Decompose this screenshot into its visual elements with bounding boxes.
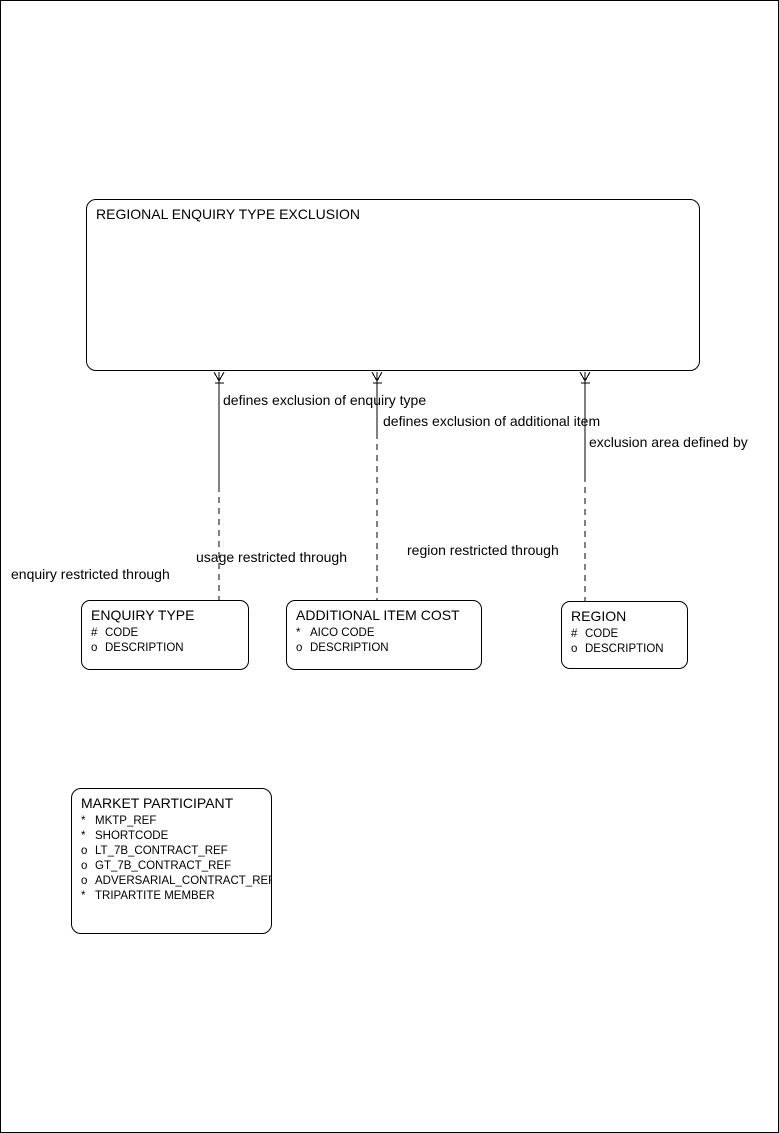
relationship-label-reverse-region: region restricted through [407,542,559,558]
attribute-name: CODE [585,628,619,640]
relationship-label-reverse-enquiry-type: enquiry restricted through [11,566,170,582]
relationship-label-forward-additional-item: defines exclusion of additional item [383,413,601,429]
entity-regional-enquiry-type-exclusion[interactable]: REGIONAL ENQUIRY TYPE EXCLUSION [86,199,700,371]
attribute-name: DESCRIPTION [105,642,184,654]
attribute-name: MKTP_REF [95,815,157,827]
attribute-row: * SHORTCODE [81,829,271,844]
attribute-list: # CODE o DESCRIPTION [82,624,248,656]
entity-region[interactable]: REGION # CODE o DESCRIPTION [561,601,688,669]
attribute-prefix: o [81,875,88,887]
entity-enquiry-type[interactable]: ENQUIRY TYPE # CODE o DESCRIPTION [81,600,249,670]
attribute-row: o LT_7B_CONTRACT_REF [81,844,271,859]
attribute-prefix: o [296,642,303,654]
attribute-name: SHORTCODE [95,830,169,842]
attribute-row: o GT_7B_CONTRACT_REF [81,859,271,874]
attribute-prefix: o [571,643,578,655]
attribute-prefix: * [81,815,86,827]
relationship-label-forward-region: exclusion area defined by [589,434,748,450]
attribute-prefix: * [81,890,86,902]
attribute-name: DESCRIPTION [585,643,664,655]
entity-title: MARKET PARTICIPANT [81,795,234,811]
attribute-row: o DESCRIPTION [571,642,687,657]
attribute-name: GT_7B_CONTRACT_REF [95,860,232,872]
attribute-list: * MKTP_REF * SHORTCODE o LT_7B_CONTRACT_REF… [72,812,271,904]
entity-title: ENQUIRY TYPE [91,607,195,623]
attribute-prefix: * [81,830,86,842]
attribute-prefix: o [91,642,98,654]
attribute-row: * TRIPARTITE MEMBER [81,889,271,904]
entity-title: REGIONAL ENQUIRY TYPE EXCLUSION [96,206,361,222]
entity-title: REGION [571,608,627,624]
attribute-row: # CODE [571,627,687,642]
connector-enquiry-type[interactable] [213,371,225,600]
attribute-name: DESCRIPTION [310,642,389,654]
attribute-row: o DESCRIPTION [296,641,481,656]
attribute-list: * AICO CODE o DESCRIPTION [287,624,481,656]
entity-market-participant[interactable]: MARKET PARTICIPANT * MKTP_REF * SHORTCODE … [71,788,272,934]
attribute-name: AICO CODE [310,627,375,639]
attribute-prefix: # [91,627,98,639]
relationship-label-forward-enquiry-type: defines exclusion of enquiry type [223,392,427,408]
attribute-row: # CODE [91,626,248,641]
connector-region[interactable] [579,371,591,601]
attribute-name: CODE [105,627,139,639]
attribute-prefix: o [81,845,88,857]
entity-additional-item-cost[interactable]: ADDITIONAL ITEM COST * AICO CODE o DESCRIP… [286,600,482,670]
connector-additional-item-cost[interactable] [371,371,383,600]
attribute-name: ADVERSARIAL_CONTRACT_REF [95,875,272,887]
attribute-row: o DESCRIPTION [91,641,248,656]
attribute-row: * AICO CODE [296,626,481,641]
attribute-prefix: * [296,627,301,639]
entity-title: ADDITIONAL ITEM COST [296,607,460,623]
attribute-prefix: o [81,860,88,872]
attribute-name: TRIPARTITE MEMBER [95,890,215,902]
attribute-row: * MKTP_REF [81,814,271,829]
relationship-label-reverse-additional-item: usage restricted through [196,549,347,565]
attribute-name: LT_7B_CONTRACT_REF [95,845,228,857]
attribute-row: o ADVERSARIAL_CONTRACT_REF [81,874,271,889]
attribute-list: # CODE o DESCRIPTION [562,625,687,657]
attribute-prefix: # [571,628,578,640]
